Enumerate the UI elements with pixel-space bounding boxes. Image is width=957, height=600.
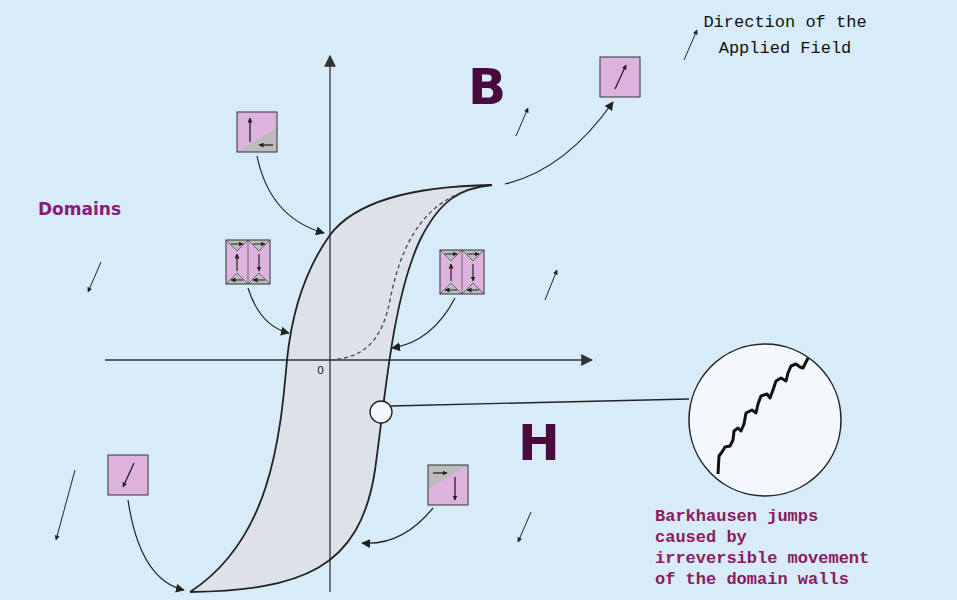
domain-square (237, 112, 277, 152)
axis-title: H (518, 416, 560, 470)
field-arrow (518, 512, 531, 542)
domain-region (440, 250, 462, 261)
domain-pointer (392, 298, 455, 348)
domain-region (237, 128, 277, 152)
domain-closure (226, 240, 270, 284)
moment-arrow (467, 254, 479, 255)
domain-outline (237, 112, 277, 152)
domain-region (248, 240, 270, 251)
moment-arrow (236, 254, 237, 271)
barkhausen-note: Barkhausen jumps caused by irreversible … (655, 506, 874, 590)
moment-arrow (231, 280, 243, 281)
domain-outline (440, 250, 484, 294)
domain-square (440, 250, 484, 294)
domain-region (462, 250, 484, 261)
field-arrow (516, 108, 528, 136)
virgin-curve (330, 190, 470, 360)
domain-region (226, 240, 248, 284)
moment-arrow (445, 254, 457, 255)
zoom-circle (689, 344, 841, 496)
domain-saturated (600, 57, 640, 97)
moment-arrow (123, 463, 134, 487)
upper-branch (190, 185, 492, 592)
domain-square (428, 465, 468, 505)
loop-area (190, 185, 492, 592)
moment-arrow (472, 264, 473, 281)
domain-pointer (505, 102, 613, 184)
moment-arrow (467, 290, 479, 291)
domain-wall (440, 250, 484, 294)
b-axis (329, 56, 330, 592)
domain-two-phase (428, 465, 468, 505)
domain-pointer (128, 500, 184, 590)
domain-pointer (248, 288, 289, 333)
field-arrow (684, 30, 697, 60)
moment-arrow (615, 65, 626, 89)
zoom-leader (391, 399, 689, 406)
moment-arrow (445, 290, 457, 291)
domains-label: Domains (38, 198, 121, 220)
domain-region (462, 250, 484, 294)
zoom-spot (370, 401, 392, 423)
domain-wall (226, 240, 270, 284)
moment-arrow (433, 472, 447, 473)
domain-square (226, 240, 270, 284)
domain-region (226, 240, 248, 251)
domain-region (248, 240, 270, 284)
field-arrows (56, 30, 697, 542)
domain-square (108, 455, 148, 495)
domain-saturated (108, 455, 148, 495)
domain-outline (226, 240, 270, 284)
axis-title: B (468, 60, 506, 114)
moment-arrow (450, 264, 451, 281)
domain-pointers (128, 102, 613, 590)
moment-arrow (259, 144, 273, 145)
domain-square (600, 57, 640, 97)
moment-arrow (231, 244, 243, 245)
domain-region (440, 250, 462, 294)
field-arrow (56, 470, 75, 540)
domain-pointer (362, 508, 433, 543)
domain-outline (428, 465, 468, 505)
h-axis (105, 359, 592, 360)
lower-branch (190, 185, 492, 592)
field-arrow (88, 262, 101, 292)
field-direction-label: Direction of the Applied Field (700, 10, 870, 62)
moment-arrow (454, 477, 455, 500)
domain-pointer (257, 156, 324, 233)
moment-arrow (249, 118, 250, 142)
domain-closure (440, 250, 484, 294)
field-arrow (545, 270, 557, 300)
domain-region (428, 465, 468, 489)
domain-two-phase (237, 112, 277, 152)
origin-label: 0 (317, 364, 324, 377)
moment-arrow (253, 280, 265, 281)
moment-arrow (258, 254, 259, 271)
barkhausen-steps (718, 358, 808, 474)
moment-arrow (253, 244, 265, 245)
